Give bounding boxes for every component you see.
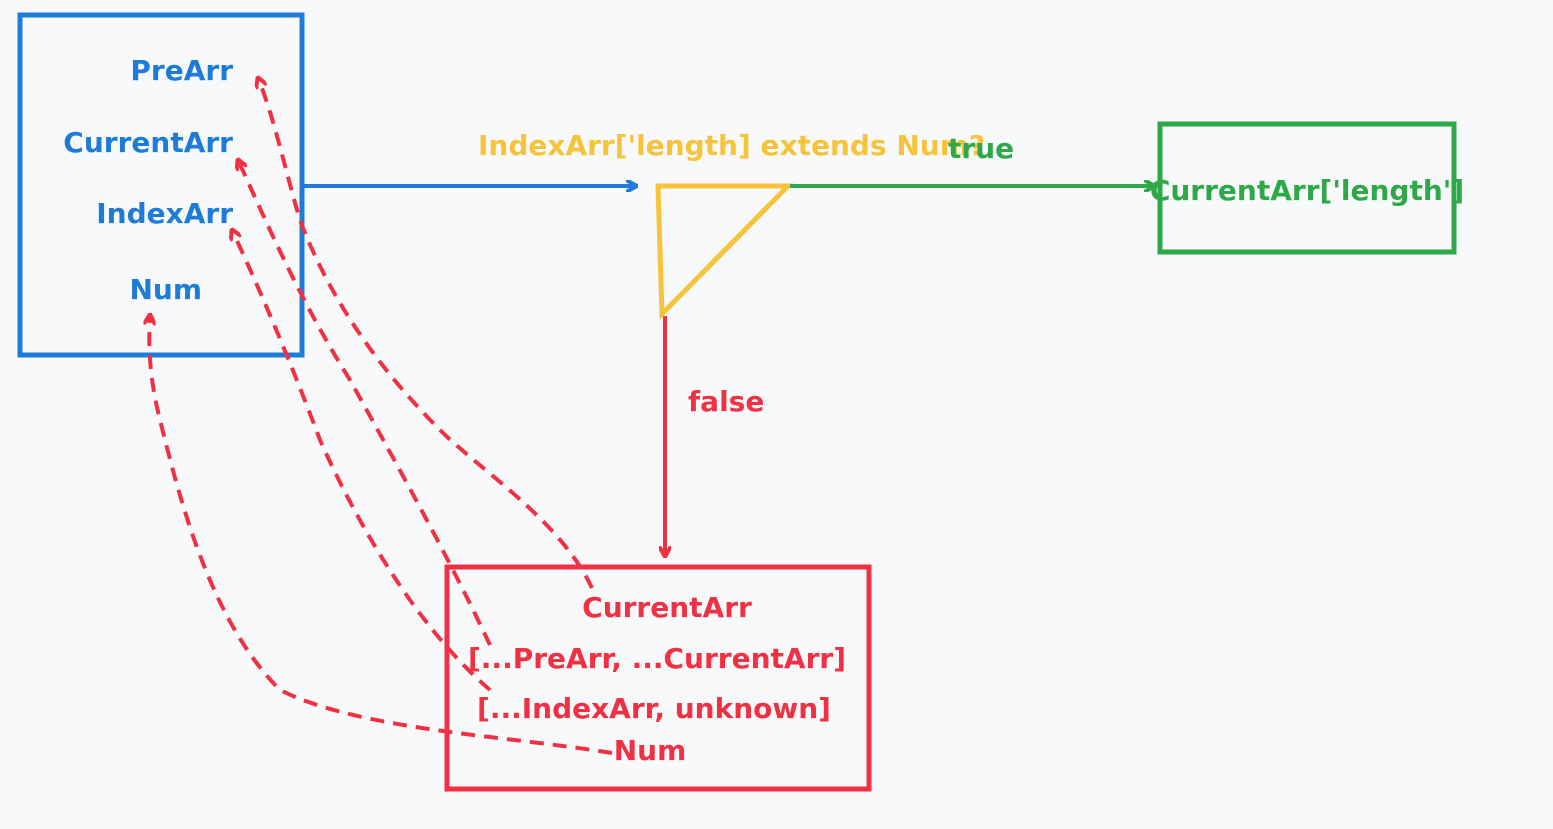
condition-label: IndexArr['length] extends Num? bbox=[478, 129, 985, 162]
input-currentarr-label: CurrentArr bbox=[63, 126, 233, 159]
true-result-box bbox=[1157, 121, 1457, 255]
false-item-currentarr: CurrentArr bbox=[582, 591, 752, 624]
recursion-arrow-num bbox=[149, 315, 613, 755]
recursion-arrow-indexarr bbox=[232, 230, 492, 692]
true-label: true bbox=[948, 132, 1014, 165]
input-num-label: Num bbox=[129, 273, 202, 306]
recursion-arrow-prearr bbox=[258, 78, 594, 589]
false-label: false bbox=[688, 385, 764, 418]
input-prearr-label: PreArr bbox=[130, 54, 233, 87]
condition-triangle bbox=[655, 183, 794, 320]
true-result-label: CurrentArr['length'] bbox=[1150, 174, 1464, 207]
false-item-prearr-spread: [...PreArr, ...CurrentArr] bbox=[468, 642, 846, 675]
false-item-indexarr-spread: [...IndexArr, unknown] bbox=[477, 692, 831, 725]
recursion-arrow-currentarr bbox=[238, 160, 492, 646]
false-result-box bbox=[444, 564, 872, 792]
input-indexarr-label: IndexArr bbox=[96, 197, 233, 230]
false-item-num: Num bbox=[614, 734, 687, 767]
